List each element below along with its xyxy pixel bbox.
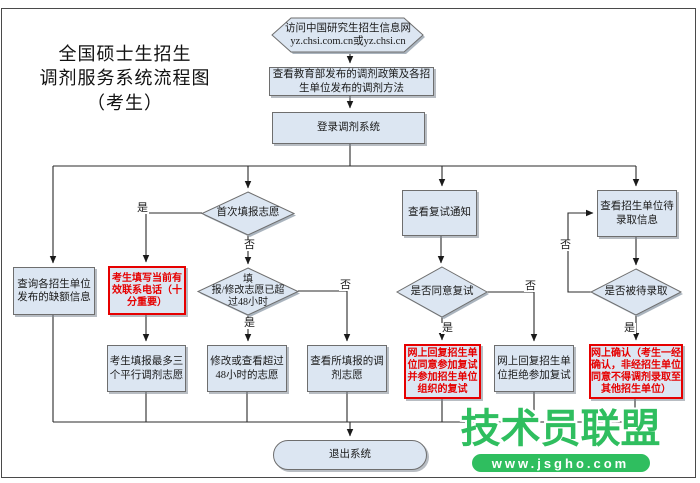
decision-over-48h: 填 报/修改志愿已超 过48小时 bbox=[211, 273, 285, 308]
edge-label-no: 否 bbox=[339, 279, 352, 291]
node-fill-three-wishes: 考生填报最多三 个平行调剂志愿 bbox=[107, 345, 186, 392]
decision-is-admitted: 是否被待录取 bbox=[604, 285, 668, 297]
node-reply-agree-retest: 网上回复招生单 位同意参加复试 并参加招生单位 组织的复试 bbox=[404, 344, 481, 399]
node-view-retest-notice: 查看复试通知 bbox=[402, 190, 477, 236]
edge-label-no: 否 bbox=[559, 239, 572, 251]
decision-agree-retest: 是否同意复试 bbox=[410, 285, 474, 297]
watermark-logo-text: 技术员联盟 bbox=[460, 407, 661, 451]
decision-first-fill: 首次填报志愿 bbox=[216, 206, 280, 218]
node-exit-system: 退出系统 bbox=[273, 440, 427, 470]
flowchart-title: 全国硕士生招生 调剂服务系统流程图 （考生） bbox=[39, 44, 211, 113]
node-view-policy: 查看教育部发布的调剂政策及各招 生单位发布的调剂方法 bbox=[269, 67, 434, 96]
page-border bbox=[1, 8, 696, 478]
diamond-agree-retest-shape bbox=[395, 266, 489, 318]
node-query-quota: 查询各招生单位 发布的缺额信息 bbox=[13, 267, 95, 315]
node-visit-site: 访问中国研究生招生信息网 yz.chsi.com.cn或yz.chsi.cn bbox=[285, 23, 411, 47]
edge-label-yes: 是 bbox=[623, 322, 636, 334]
hexagon-visit-shape bbox=[271, 17, 424, 53]
node-reply-refuse-retest: 网上回复招生单 位拒绝参加复试 bbox=[494, 345, 574, 392]
node-online-confirm: 网上确认（考生一经 确认，非经招生单位 同意不得调剂录取至 其他招生单位） bbox=[589, 344, 683, 399]
watermark-url-badge: www.jsgho.com bbox=[469, 452, 652, 474]
edge-label-no: 否 bbox=[243, 239, 256, 251]
edge-label-no: 否 bbox=[524, 280, 537, 292]
edge-label-yes: 是 bbox=[441, 322, 454, 334]
edge-label-yes: 是 bbox=[243, 317, 256, 329]
edge-label-yes: 是 bbox=[136, 202, 149, 214]
node-view-admission-info: 查看招生单位待 录取信息 bbox=[597, 190, 677, 237]
node-view-filled-wishes: 查看所填报的调 剂志愿 bbox=[307, 345, 387, 392]
node-login-system: 登录调剂系统 bbox=[272, 112, 425, 144]
diamond-first-fill-shape bbox=[200, 191, 296, 236]
watermark: 技术员联盟 www.jsgho.com bbox=[458, 408, 663, 474]
node-fill-phone: 考生填写当前有 效联系电话（十 分重要） bbox=[108, 266, 186, 315]
node-modify-over-48h: 修改或查看超过 48小时的志愿 bbox=[207, 345, 287, 392]
diamond-over48-shape bbox=[196, 267, 300, 316]
diamond-is-admitted-shape bbox=[589, 268, 683, 316]
